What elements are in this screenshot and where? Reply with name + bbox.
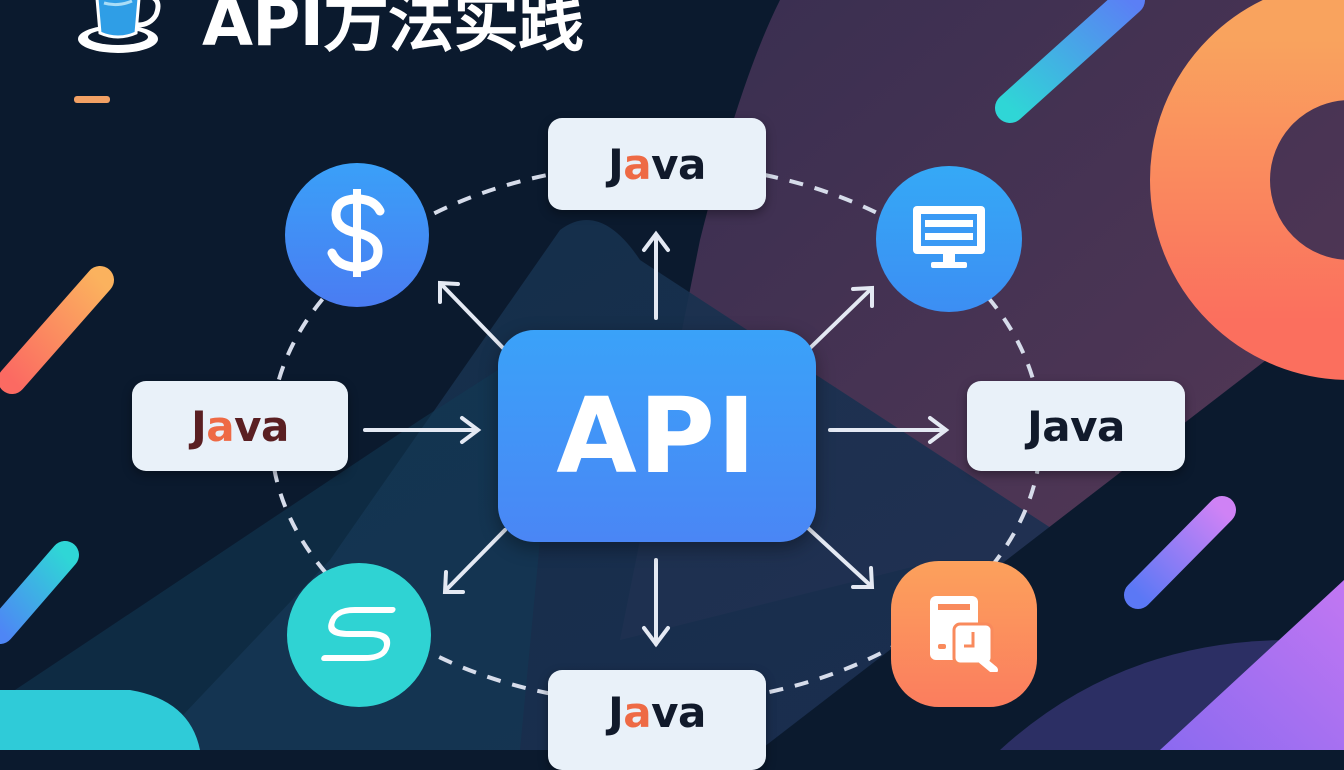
document-clock-search-icon	[924, 592, 1004, 676]
java-accent: a	[623, 688, 652, 737]
page-title: API方法实践	[202, 0, 584, 61]
monitor-icon	[909, 202, 989, 276]
s-logo-icon	[319, 598, 399, 672]
java-box-top: Java	[548, 118, 766, 210]
java-label: Java	[608, 140, 706, 189]
java-suffix: va	[651, 688, 706, 737]
coffee-cup-icon	[68, 0, 188, 65]
header: API方法实践	[68, 0, 584, 68]
java-label: Java	[1027, 402, 1125, 451]
title-underline-accent	[74, 96, 110, 103]
java-suffix: va	[1070, 401, 1125, 451]
java-box-bottom: Java	[548, 670, 766, 770]
api-label: API	[556, 375, 758, 497]
java-label: Java	[608, 688, 706, 737]
java-accent: a	[1042, 401, 1071, 451]
node-dollar	[285, 163, 429, 307]
java-prefix: J	[1027, 401, 1043, 451]
dollar-icon	[322, 183, 392, 287]
java-box-left: Java	[132, 381, 348, 471]
node-document-search	[891, 561, 1037, 707]
api-center-node: API	[498, 330, 816, 542]
node-monitor	[876, 166, 1022, 312]
java-accent: a	[206, 401, 235, 451]
java-accent: a	[623, 139, 652, 189]
java-box-right: Java	[967, 381, 1185, 471]
java-suffix: va	[234, 401, 289, 451]
java-prefix: J	[608, 139, 624, 189]
java-prefix: J	[191, 401, 207, 451]
java-prefix: J	[608, 688, 624, 737]
java-suffix: va	[651, 139, 706, 189]
node-s-logo	[287, 563, 431, 707]
java-label: Java	[191, 402, 289, 451]
